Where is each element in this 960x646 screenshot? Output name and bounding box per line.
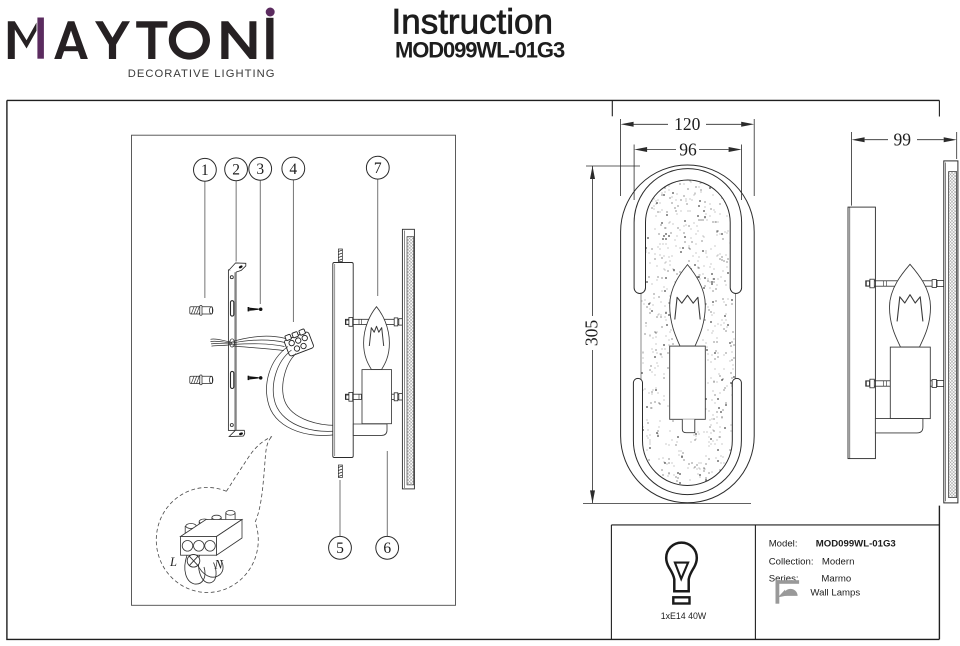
svg-text:5: 5 xyxy=(336,540,344,557)
svg-text:Modern: Modern xyxy=(822,556,855,567)
svg-text:Marmo: Marmo xyxy=(821,574,851,585)
svg-text:DECORATIVE LIGHTING: DECORATIVE LIGHTING xyxy=(128,68,276,80)
svg-text:99: 99 xyxy=(893,130,911,150)
svg-text:Series:: Series: xyxy=(769,574,799,585)
svg-text:L: L xyxy=(169,555,177,569)
svg-text:MOD099WL-01G3: MOD099WL-01G3 xyxy=(395,38,565,63)
svg-text:7: 7 xyxy=(374,160,382,177)
svg-text:2: 2 xyxy=(232,162,240,179)
svg-text:120: 120 xyxy=(674,114,701,134)
svg-text:N: N xyxy=(214,558,224,572)
svg-text:Model:: Model: xyxy=(769,539,798,550)
svg-text:4: 4 xyxy=(289,161,297,178)
svg-text:Collection:: Collection: xyxy=(769,556,814,567)
svg-text:1: 1 xyxy=(201,162,209,179)
svg-text:MOD099WL-01G3: MOD099WL-01G3 xyxy=(816,539,896,550)
svg-text:3: 3 xyxy=(256,161,264,178)
svg-text:96: 96 xyxy=(679,139,697,159)
svg-text:305: 305 xyxy=(582,320,602,347)
svg-text:Wall Lamps: Wall Lamps xyxy=(810,588,860,599)
svg-text:Instruction: Instruction xyxy=(392,3,553,42)
svg-text:6: 6 xyxy=(383,540,391,557)
svg-text:1xE14 40W: 1xE14 40W xyxy=(661,611,707,621)
